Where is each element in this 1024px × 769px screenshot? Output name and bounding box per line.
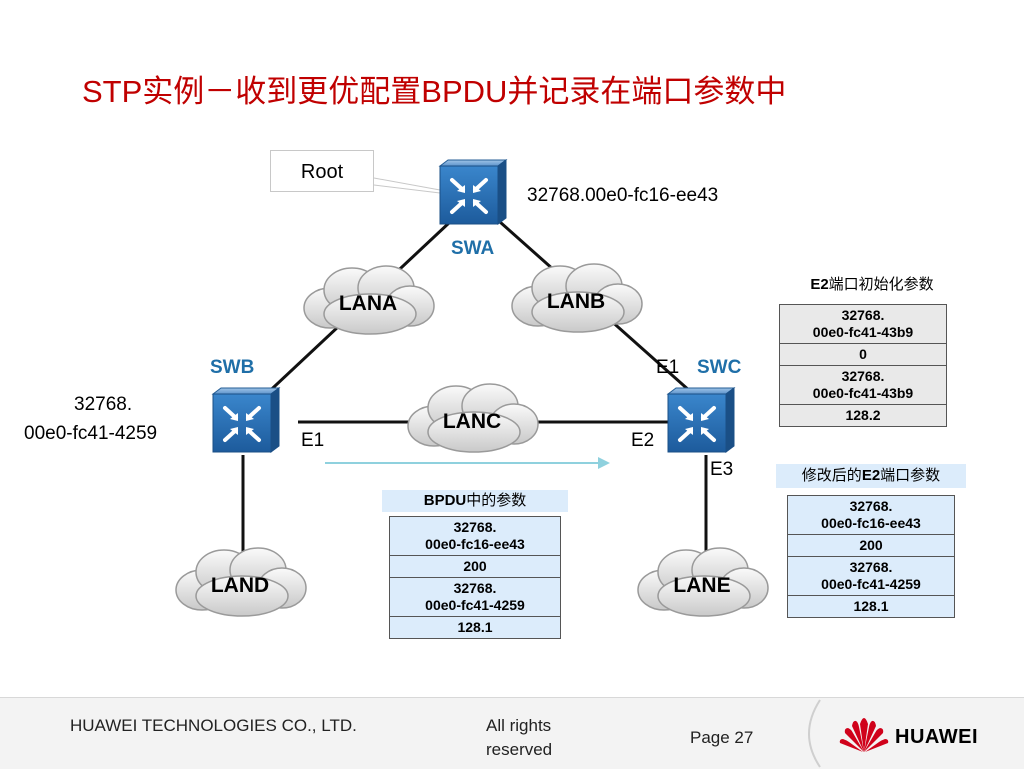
root-label: Root <box>270 150 374 192</box>
lanc-label: LANC <box>443 410 501 433</box>
cloud-lana: LANA <box>303 265 435 335</box>
land-label: LAND <box>211 574 269 597</box>
bpdu-bridge-id: 32768. 00e0-fc41-4259 <box>389 577 561 617</box>
swb-name: SWB <box>210 357 255 378</box>
swb-id-line1: 32768. <box>74 394 133 415</box>
network-diagram: LANA LANB LANC LAND LANE <box>175 158 769 617</box>
swc-port-e3: E3 <box>710 459 734 480</box>
footer-rights: All rights reserved <box>486 716 553 759</box>
cloud-lanc: LANC <box>407 383 539 453</box>
e2-init-port-id: 128.2 <box>779 404 947 427</box>
swc-port-e1: E1 <box>656 357 680 378</box>
bpdu-params-table: 32768. 00e0-fc16-ee43 200 32768. 00e0-fc… <box>389 516 561 639</box>
e2-mod-caption: 修改后的E2端口参数 <box>776 464 966 488</box>
e2-init-root-id: 32768. 00e0-fc41-43b9 <box>779 304 947 344</box>
huawei-brand-text: HUAWEI <box>895 726 978 748</box>
footer-page-number: Page 27 <box>690 728 754 747</box>
e2-init-bridge-id: 32768. 00e0-fc41-43b9 <box>779 365 947 405</box>
e2-mod-port-id: 128.1 <box>787 595 955 618</box>
footer-divider <box>808 699 821 768</box>
lane-label: LANE <box>673 574 730 597</box>
footer-company: HUAWEI TECHNOLOGIES CO., LTD. <box>70 716 357 735</box>
bpdu-table-caption: BPDU中的参数 <box>382 490 568 512</box>
lana-label: LANA <box>339 292 397 315</box>
cloud-land: LAND <box>175 547 307 617</box>
e2-init-caption: E2端口初始化参数 <box>810 276 934 293</box>
e2-init-params-table: 32768. 00e0-fc41-43b9 0 32768. 00e0-fc41… <box>779 304 947 427</box>
page-title: STP实例－收到更优配置BPDU并记录在端口参数中 <box>82 74 787 109</box>
e2-mod-root-cost: 200 <box>787 534 955 557</box>
swb-port-e1: E1 <box>301 430 325 451</box>
huawei-logo-icon <box>839 718 889 752</box>
bpdu-root-id: 32768. 00e0-fc16-ee43 <box>389 516 561 556</box>
e2-mod-bridge-id: 32768. 00e0-fc41-4259 <box>787 556 955 596</box>
bpdu-root-cost: 200 <box>389 555 561 578</box>
e2-mod-root-id: 32768. 00e0-fc16-ee43 <box>787 495 955 535</box>
swb-id-line2: 00e0-fc41-4259 <box>24 423 158 444</box>
switch-icon-swb <box>211 386 281 454</box>
switch-icon-swc <box>666 386 736 454</box>
e2-mod-params-table: 32768. 00e0-fc16-ee43 200 32768. 00e0-fc… <box>787 495 955 618</box>
bpdu-port-id: 128.1 <box>389 616 561 639</box>
swc-port-e2: E2 <box>631 430 655 451</box>
e2-init-root-cost: 0 <box>779 343 947 366</box>
swa-name: SWA <box>451 238 495 259</box>
switch-icon-swa <box>438 158 508 226</box>
footer: HUAWEI TECHNOLOGIES CO., LTD. All rights… <box>0 697 1024 769</box>
swc-name: SWC <box>697 357 742 378</box>
cloud-lanb: LANB <box>511 263 643 333</box>
swa-id: 32768.00e0-fc16-ee43 <box>527 185 719 206</box>
cloud-lane: LANE <box>637 547 769 617</box>
lanb-label: LANB <box>547 290 605 313</box>
